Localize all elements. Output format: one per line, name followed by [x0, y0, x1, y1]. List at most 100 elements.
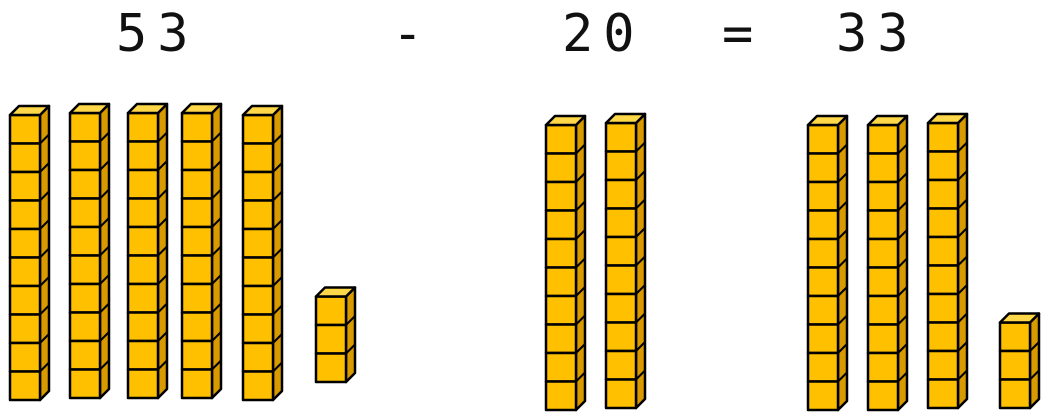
unit-cube — [70, 199, 100, 228]
unit-cube — [606, 294, 636, 323]
unit-cube — [243, 372, 273, 401]
unit-cube — [868, 382, 898, 411]
tens-rod — [808, 116, 847, 410]
tens-rod — [182, 104, 221, 398]
unit-cube — [868, 182, 898, 211]
unit-cube — [10, 229, 40, 258]
unit-cube — [1000, 380, 1030, 409]
unit-cube — [182, 284, 212, 313]
unit-cube — [546, 325, 576, 354]
unit-cube — [1000, 351, 1030, 380]
unit-cube — [182, 256, 212, 285]
unit-cube — [128, 227, 158, 256]
unit-cube — [928, 209, 958, 238]
unit-cube — [128, 256, 158, 285]
unit-cube — [243, 115, 273, 144]
ones-cubes — [316, 288, 355, 383]
unit-cube — [546, 353, 576, 382]
unit-cube — [316, 325, 346, 354]
unit-cube — [10, 372, 40, 401]
unit-cube — [606, 266, 636, 295]
unit-cube — [606, 351, 636, 380]
unit-cube — [128, 170, 158, 199]
unit-cube — [808, 182, 838, 211]
unit-cube — [316, 297, 346, 326]
unit-cube — [10, 201, 40, 230]
unit-cube — [182, 199, 212, 228]
unit-cube — [128, 313, 158, 342]
unit-cube — [606, 209, 636, 238]
unit-cube — [70, 256, 100, 285]
unit-cube — [182, 227, 212, 256]
unit-cube — [70, 227, 100, 256]
unit-cube — [868, 125, 898, 154]
unit-cube — [546, 296, 576, 325]
unit-cube — [928, 294, 958, 323]
unit-cube — [243, 229, 273, 258]
unit-cube — [243, 286, 273, 315]
unit-cube — [243, 201, 273, 230]
unit-cube — [128, 341, 158, 370]
tens-rod — [128, 104, 167, 398]
unit-cube — [868, 154, 898, 183]
unit-cube — [546, 268, 576, 297]
unit-cube — [868, 296, 898, 325]
unit-cube — [868, 268, 898, 297]
unit-cube — [10, 258, 40, 287]
unit-cube — [808, 125, 838, 154]
tens-rod — [868, 116, 907, 410]
unit-cube — [70, 313, 100, 342]
unit-cube — [182, 142, 212, 171]
unit-cube — [10, 315, 40, 344]
side-face — [346, 288, 355, 383]
unit-cube — [70, 142, 100, 171]
tens-rod — [243, 106, 282, 400]
unit-cube — [70, 113, 100, 142]
unit-cube — [182, 341, 212, 370]
unit-cube — [243, 315, 273, 344]
unit-cube — [606, 380, 636, 409]
unit-cube — [868, 353, 898, 382]
unit-cube — [928, 323, 958, 352]
tens-rod — [70, 104, 109, 398]
unit-cube — [808, 239, 838, 268]
unit-cube — [928, 237, 958, 266]
unit-cube — [808, 382, 838, 411]
unit-cube — [606, 237, 636, 266]
unit-cube — [808, 154, 838, 183]
unit-cube — [316, 354, 346, 383]
unit-cube — [243, 172, 273, 201]
unit-cube — [243, 343, 273, 372]
unit-cube — [70, 370, 100, 399]
unit-cube — [868, 211, 898, 240]
unit-cube — [10, 172, 40, 201]
unit-cube — [70, 170, 100, 199]
ones-cubes — [1000, 314, 1039, 409]
unit-cube — [606, 123, 636, 152]
tens-rod — [10, 106, 49, 400]
unit-cube — [546, 154, 576, 183]
unit-cube — [1000, 323, 1030, 352]
unit-cube — [928, 152, 958, 181]
unit-cube — [182, 313, 212, 342]
unit-cube — [928, 266, 958, 295]
unit-cube — [546, 211, 576, 240]
unit-cube — [182, 370, 212, 399]
unit-cube — [606, 323, 636, 352]
unit-cube — [606, 152, 636, 181]
unit-cube — [10, 144, 40, 173]
unit-cube — [808, 325, 838, 354]
unit-cube — [128, 199, 158, 228]
side-face — [1030, 314, 1039, 409]
tens-rod — [546, 116, 585, 410]
unit-cube — [128, 370, 158, 399]
unit-cube — [808, 268, 838, 297]
unit-cube — [182, 113, 212, 142]
unit-cube — [928, 351, 958, 380]
unit-cube — [70, 284, 100, 313]
unit-cube — [868, 325, 898, 354]
unit-cube — [70, 341, 100, 370]
unit-cube — [546, 239, 576, 268]
unit-cube — [10, 115, 40, 144]
